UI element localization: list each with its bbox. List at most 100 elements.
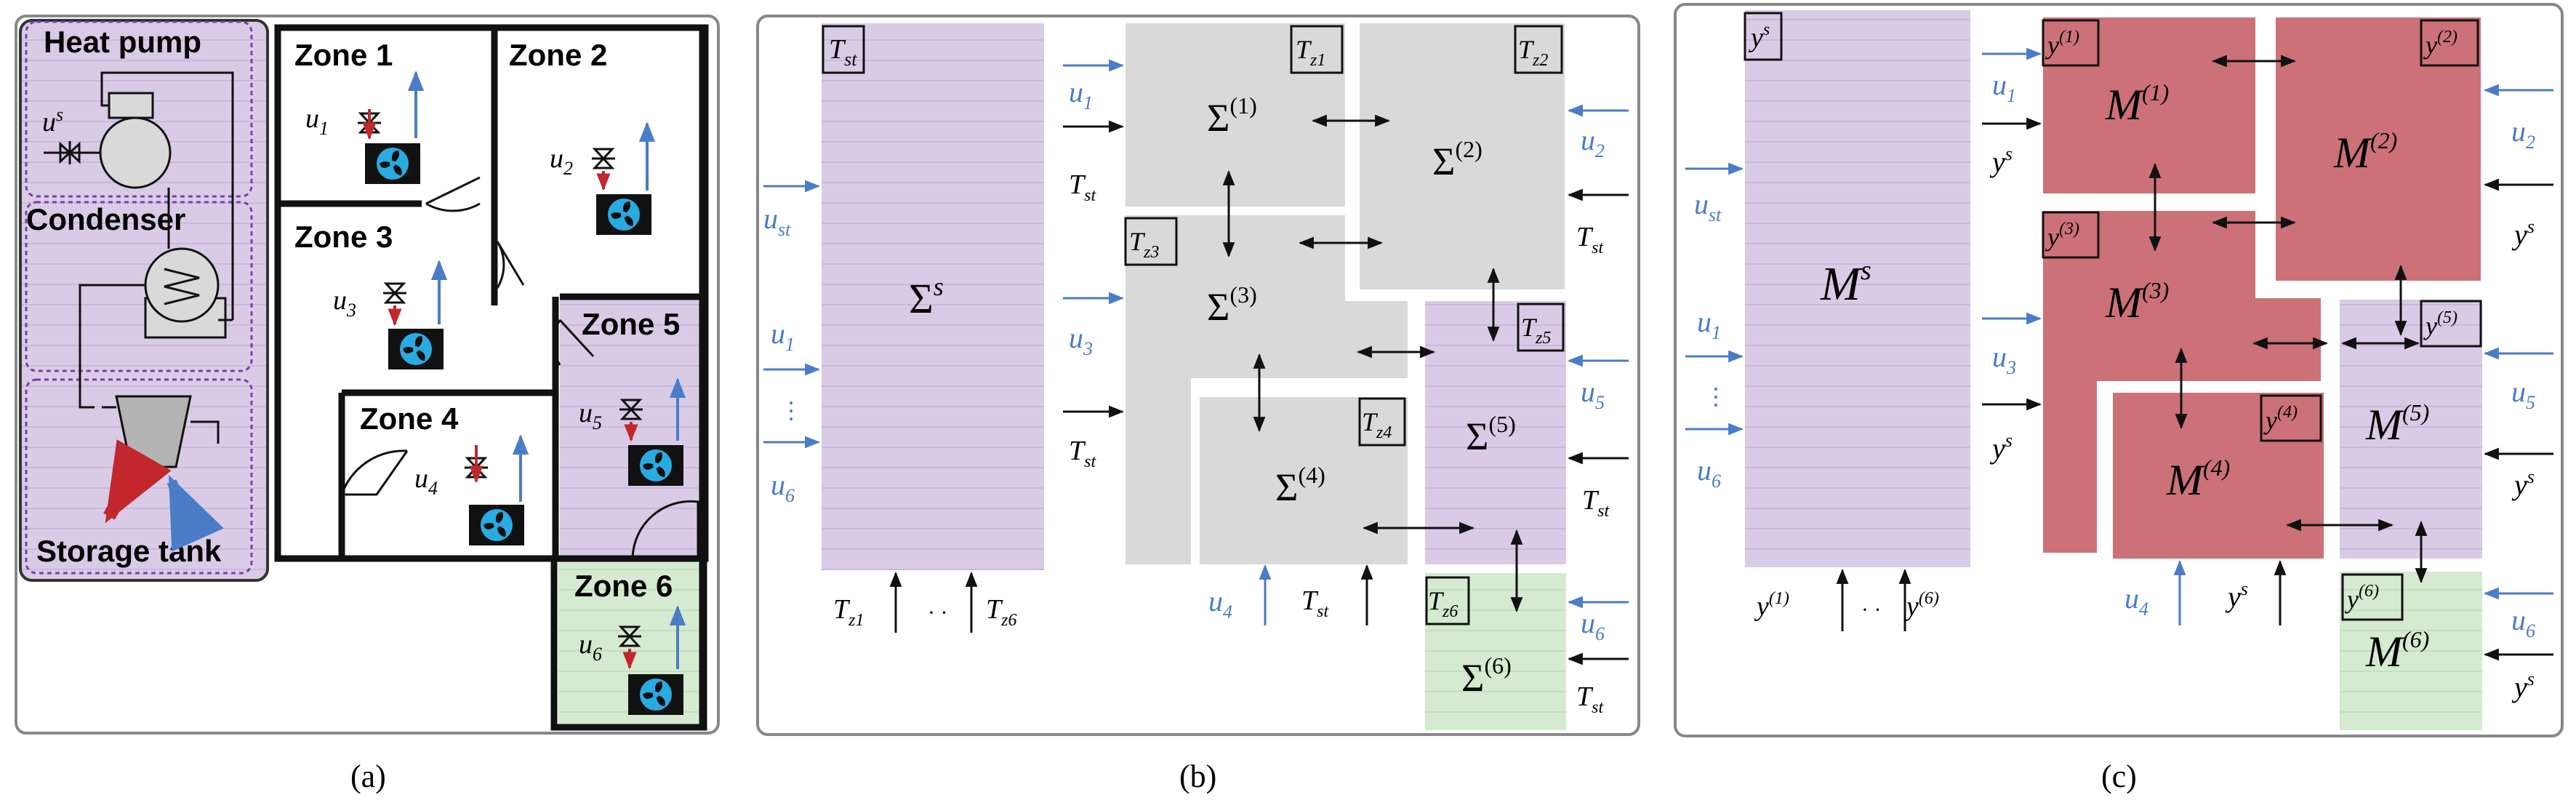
tst-1-b: Tst: [1069, 169, 1096, 205]
u1-b: u1: [1069, 76, 1093, 113]
svg-text:u3: u3: [333, 285, 356, 321]
storage-tag: Tst: [829, 34, 857, 70]
u6-c: u6: [2511, 604, 2535, 641]
u2-b: u2: [1581, 124, 1605, 161]
zone-4-label: Zone 4: [360, 401, 459, 436]
sigma-4: Σ(4): [1275, 462, 1325, 509]
tag-y6: y(6): [2345, 582, 2379, 614]
tag-z5: Tz5: [1521, 313, 1551, 348]
svg-text:u1: u1: [305, 103, 329, 139]
u1-c: u1: [1992, 68, 2016, 106]
u4-b: u4: [1208, 585, 1232, 623]
storage-tag-c: ys: [1748, 20, 1770, 53]
sigma-5: Σ(5): [1466, 411, 1516, 458]
condenser-label: Condenser: [26, 202, 185, 236]
tst-5-b: Tst: [1582, 485, 1610, 521]
ys-2-c: ys: [2511, 216, 2535, 251]
caption-c: (c): [2101, 759, 2137, 794]
ys-4-c: ys: [2225, 578, 2248, 613]
ys-5-c: ys: [2511, 466, 2535, 501]
us-label: us: [42, 104, 63, 137]
svg-text:u2: u2: [550, 143, 573, 179]
tag-z4: Tz4: [1362, 407, 1392, 442]
u3-b: u3: [1069, 321, 1093, 359]
input-dots-b: ⋮: [779, 397, 803, 423]
tag-z6: Tz6: [1428, 586, 1458, 621]
input-u1-c: u1: [1697, 305, 1721, 343]
tag-z3: Tz3: [1129, 227, 1159, 262]
input-u6-c: u6: [1697, 454, 1721, 492]
panel-c: ys Ms y(1) y(2) y(3) y(4) y(5) y(6) M(1)…: [1674, 3, 2564, 794]
u6-b: u6: [1581, 607, 1605, 644]
bottom-dots-b: · ·: [928, 601, 947, 625]
svg-text:u4: u4: [414, 463, 438, 499]
tst-3-b: Tst: [1069, 436, 1096, 471]
storage-block-c: [1745, 10, 1970, 567]
model-blocks: [2043, 17, 2481, 559]
ys-1-c: ys: [1989, 143, 2013, 178]
caption-a: (a): [350, 759, 386, 794]
caption-b: (b): [1179, 759, 1216, 794]
storage-block: [822, 23, 1044, 570]
storage-tank-label: Storage tank: [36, 534, 222, 568]
storage-label-c: Ms: [1820, 255, 1871, 311]
heat-pump-label: Heat pump: [44, 25, 201, 59]
bottom-y1: y(1): [1754, 589, 1789, 622]
panel-a: Heat pump Condenser Storage tank us: [15, 15, 720, 794]
condenser-icon: [144, 247, 220, 323]
tag-y4: y(4): [2263, 403, 2298, 435]
input-dots-c: ⋮: [1704, 383, 1728, 409]
zone-5-unit: u5: [579, 377, 686, 486]
svg-text:u5: u5: [579, 398, 602, 433]
tst-2-b: Tst: [1576, 222, 1604, 257]
bottom-y6: y(6): [1903, 589, 1939, 622]
zone-3-label: Zone 3: [294, 220, 393, 254]
ys-3-c: ys: [1989, 430, 2013, 465]
tag-y5: y(5): [2423, 308, 2457, 340]
model-1: M(1): [2105, 79, 2169, 129]
zone-4-unit: u4: [414, 434, 529, 545]
sigma-1: Σ(1): [1207, 92, 1257, 140]
storage-label: Σs: [909, 272, 944, 322]
panel-b: Tst Σs Tz1 Tz2 Tz3 Tz4 Tz5 Tz6 Σ(1) Σ(2)…: [756, 15, 1640, 794]
heat-out-arrow: [103, 439, 172, 524]
u2-c: u2: [2511, 115, 2535, 153]
u3-c: u3: [1992, 340, 2016, 378]
fan-icon: [365, 143, 420, 184]
zone-6-label: Zone 6: [574, 569, 673, 603]
bottom-dots-c: · ·: [1861, 598, 1881, 622]
fan-icon: [628, 445, 683, 486]
u5-c: u5: [2511, 375, 2535, 413]
sigma-2: Σ(2): [1432, 136, 1482, 183]
tag-y2: y(2): [2423, 28, 2457, 60]
model-4: M(4): [2166, 455, 2230, 504]
zone-2-label: Zone 2: [509, 38, 607, 72]
u4-c: u4: [2124, 582, 2148, 620]
tst-6-b: Tst: [1576, 681, 1604, 717]
input-u6-b: u6: [771, 468, 795, 506]
zone-6-unit: u6: [579, 605, 686, 715]
zone-3-unit: u3: [333, 260, 448, 369]
model-5: M(5): [2365, 399, 2429, 449]
tag-z2: Tz2: [1518, 35, 1548, 70]
input-ust-c: ust: [1694, 188, 1722, 225]
zone-5-label: Zone 5: [582, 307, 680, 341]
fan-icon: [628, 674, 683, 715]
u5-b: u5: [1581, 375, 1605, 413]
bottom-tz6: Tz6: [986, 594, 1016, 630]
bottom-tz1: Tz1: [833, 594, 864, 630]
tag-z1: Tz1: [1296, 35, 1325, 70]
input-u1-b: u1: [771, 317, 795, 355]
compressor-icon: [99, 116, 172, 189]
fan-icon: [596, 194, 651, 235]
tst-4-b: Tst: [1301, 585, 1329, 621]
fan-icon: [469, 505, 524, 545]
zone-2-unit: u2: [550, 121, 656, 235]
return-in-arrow: [166, 475, 224, 552]
ys-6-c: ys: [2511, 668, 2535, 703]
sigma-3: Σ(3): [1207, 281, 1257, 329]
zone-1-label: Zone 1: [294, 38, 393, 72]
svg-text:u6: u6: [579, 629, 602, 665]
input-ust-b: ust: [763, 202, 791, 240]
tag-y1: y(1): [2045, 28, 2079, 60]
